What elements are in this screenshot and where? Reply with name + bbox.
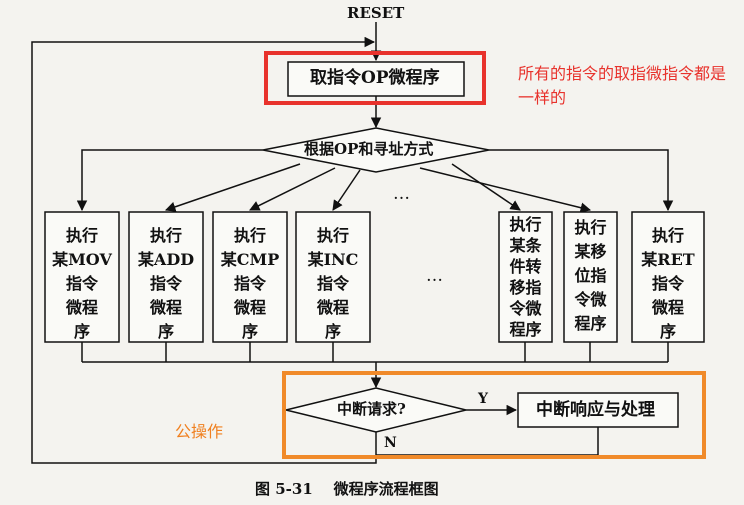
fetch-label: 取指令OP微程序 — [310, 68, 440, 88]
interrupt-handle-label: 中断响应与处理 — [536, 400, 655, 420]
ellipsis-mid: … — [426, 266, 443, 286]
shift-box-text: 执行某移位指令微程序 — [574, 218, 607, 333]
add-box — [128, 211, 204, 343]
red-annotation: 所有的指令的取指微指令都是一样的 — [518, 64, 727, 107]
cmp-box — [212, 211, 288, 343]
shift-box — [563, 211, 618, 343]
orange-annotation: 公操作 — [175, 422, 224, 441]
mov-box — [44, 211, 120, 343]
loop-back-line — [31, 36, 377, 464]
yes-label: Y — [478, 391, 488, 407]
figure-caption: 图 5-31 微程序流程框图 — [255, 480, 439, 498]
decision-diamond — [262, 127, 490, 173]
decision-label: 根据OP和寻址方式 — [304, 140, 434, 158]
interrupt-question-label: 中断请求? — [337, 400, 406, 418]
orange-highlight — [282, 371, 706, 459]
branch-box-text: 执行某条件转移指令微程序 — [509, 215, 542, 339]
ret-box — [631, 211, 705, 343]
ellipsis-top: … — [393, 184, 410, 204]
inc-box — [295, 211, 371, 343]
branch-box — [498, 211, 553, 343]
fetch-box — [287, 61, 465, 97]
no-label: N — [384, 435, 397, 451]
red-highlight — [264, 51, 486, 105]
reset-label: RESET — [347, 4, 405, 22]
